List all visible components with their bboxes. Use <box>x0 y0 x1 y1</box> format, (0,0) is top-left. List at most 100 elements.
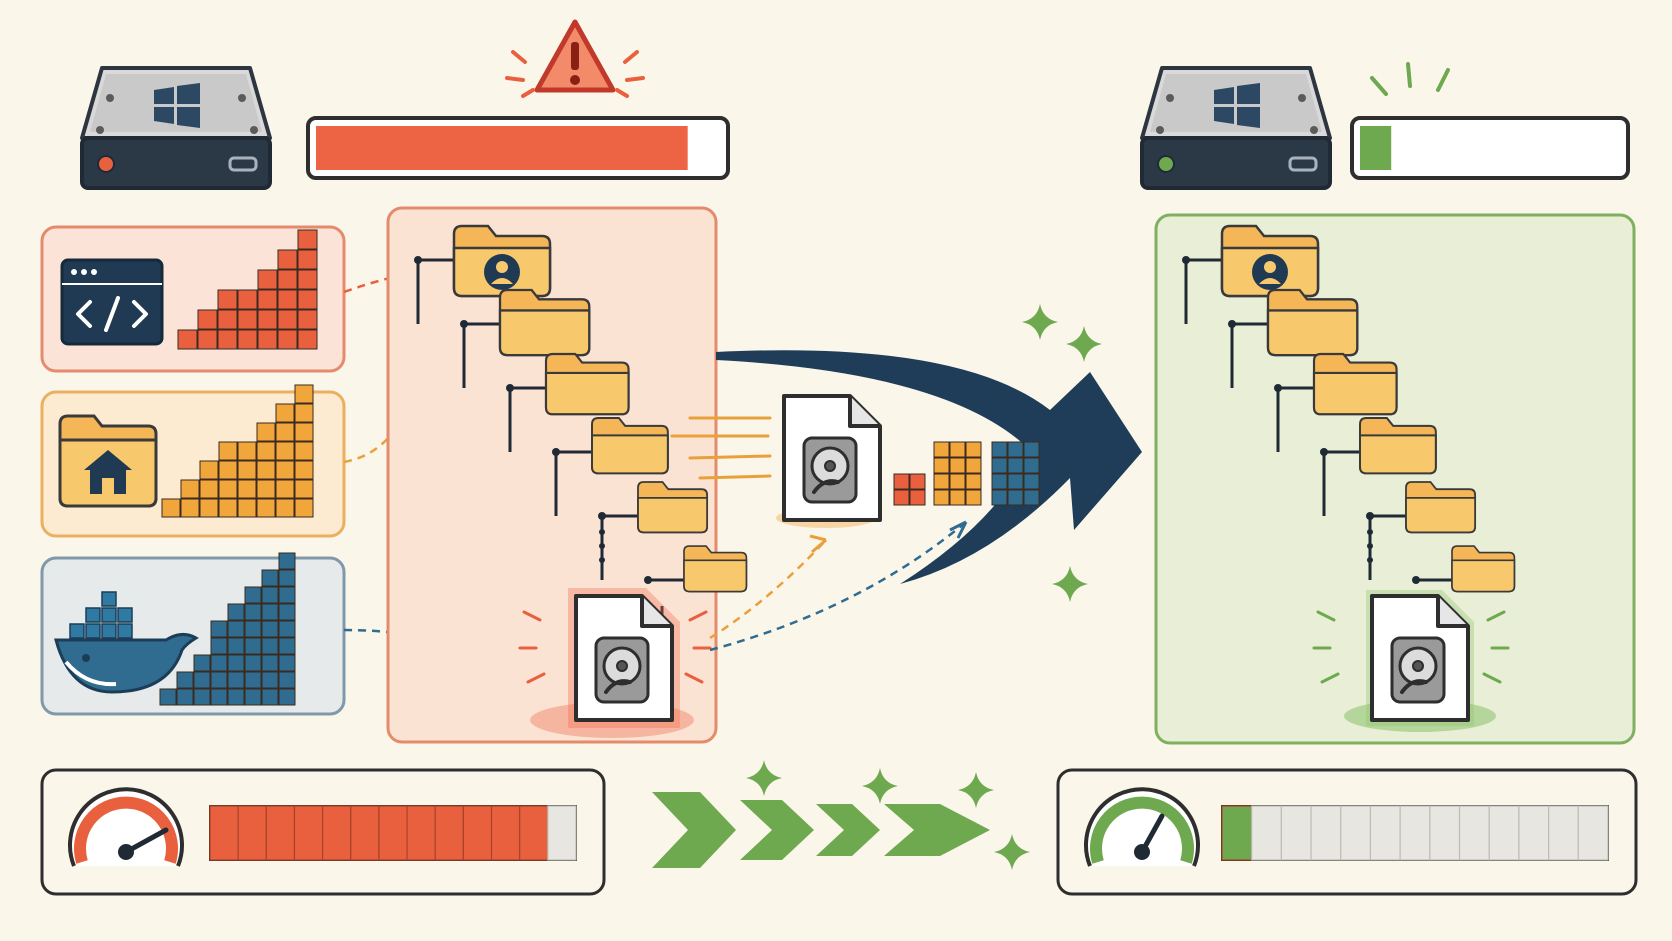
sparkle-icon <box>1052 566 1088 602</box>
data-block <box>297 309 318 330</box>
meter-segment-empty <box>1458 805 1490 861</box>
data-block <box>991 489 1008 506</box>
meter-segment-filled <box>462 805 493 861</box>
data-block <box>210 637 228 655</box>
data-block <box>244 688 262 706</box>
after-performance-meter <box>1056 768 1638 896</box>
meter-segment-empty <box>1340 805 1372 861</box>
data-block <box>159 688 177 706</box>
gauge-icon <box>1084 787 1200 867</box>
data-block <box>893 489 910 506</box>
meter-segment-filled <box>434 805 464 861</box>
data-block <box>294 403 314 423</box>
data-block <box>278 688 296 706</box>
data-block <box>275 422 295 442</box>
data-block <box>278 654 296 672</box>
data-block <box>1023 489 1040 506</box>
meter-segment-filled <box>406 805 436 861</box>
data-block <box>275 441 295 461</box>
sparkle-icon <box>746 760 782 796</box>
data-block <box>261 654 279 672</box>
meter-segment-empty <box>1488 805 1520 861</box>
sparkle-icon <box>862 768 898 804</box>
data-block <box>965 457 982 474</box>
data-block <box>1007 441 1024 458</box>
meter-segment-empty <box>547 805 577 861</box>
sparkle-icon <box>994 834 1030 870</box>
data-block <box>261 620 279 638</box>
meter-segment-empty <box>1577 805 1609 861</box>
data-block <box>278 620 296 638</box>
data-block <box>257 269 278 290</box>
before-performance-meter <box>40 768 606 896</box>
data-block <box>218 441 238 461</box>
data-block <box>227 620 245 638</box>
compacted-data-blocks <box>893 441 1040 506</box>
data-block <box>1023 473 1040 490</box>
data-block <box>210 671 228 689</box>
user-icon <box>484 254 520 290</box>
before-capacity-bar <box>306 116 730 180</box>
folder-icon <box>591 417 669 475</box>
data-block <box>294 384 314 404</box>
data-block <box>991 441 1008 458</box>
compact-vhd-icon <box>1366 590 1474 726</box>
meter-segment-empty <box>1369 805 1401 861</box>
folder-icon <box>498 288 591 357</box>
data-block <box>218 498 238 518</box>
data-block <box>193 688 211 706</box>
data-block <box>277 289 298 310</box>
folder-tree-after <box>1182 224 1516 630</box>
meter-segment-filled <box>350 805 380 861</box>
folder-icon <box>1451 545 1516 593</box>
data-block <box>275 479 295 499</box>
data-block <box>227 654 245 672</box>
data-block <box>297 269 318 290</box>
meter-segment-filled <box>237 805 267 861</box>
data-block <box>244 603 262 621</box>
data-block <box>278 552 296 570</box>
data-block <box>991 473 1008 490</box>
data-block <box>227 603 245 621</box>
sparkle-icon <box>1066 326 1102 362</box>
data-block <box>197 329 218 350</box>
data-block <box>180 479 200 499</box>
folder-icon <box>1405 481 1477 534</box>
virtual-disk-file-icon <box>782 394 882 522</box>
data-block <box>227 637 245 655</box>
after-drive <box>1140 66 1332 190</box>
data-block <box>256 460 276 480</box>
data-block <box>1023 457 1040 474</box>
sparkle-icon <box>958 772 994 808</box>
data-block <box>297 329 318 350</box>
data-block <box>237 289 258 310</box>
data-block <box>278 671 296 689</box>
data-block <box>237 329 258 350</box>
data-block <box>256 498 276 518</box>
data-block <box>1007 489 1024 506</box>
data-block <box>991 457 1008 474</box>
data-block <box>217 289 238 310</box>
meter-segment-filled <box>490 805 521 861</box>
meter-segment-filled <box>1221 805 1253 861</box>
meter-segment-empty <box>1280 805 1312 861</box>
data-block <box>199 498 219 518</box>
source-home <box>40 384 346 538</box>
data-block <box>227 671 245 689</box>
home-folder-icon <box>58 414 158 508</box>
data-block <box>256 422 276 442</box>
data-block <box>261 671 279 689</box>
data-block <box>278 603 296 621</box>
meter-segment-filled <box>209 805 239 861</box>
data-block <box>294 479 314 499</box>
data-block <box>949 489 966 506</box>
data-block <box>277 329 298 350</box>
data-block <box>965 441 982 458</box>
data-block <box>210 654 228 672</box>
meter-segment-empty <box>1251 805 1282 861</box>
code-window-icon <box>60 258 164 346</box>
data-block <box>244 620 262 638</box>
improvement-chevrons <box>652 792 990 868</box>
data-block <box>193 654 211 672</box>
data-block <box>237 309 258 330</box>
